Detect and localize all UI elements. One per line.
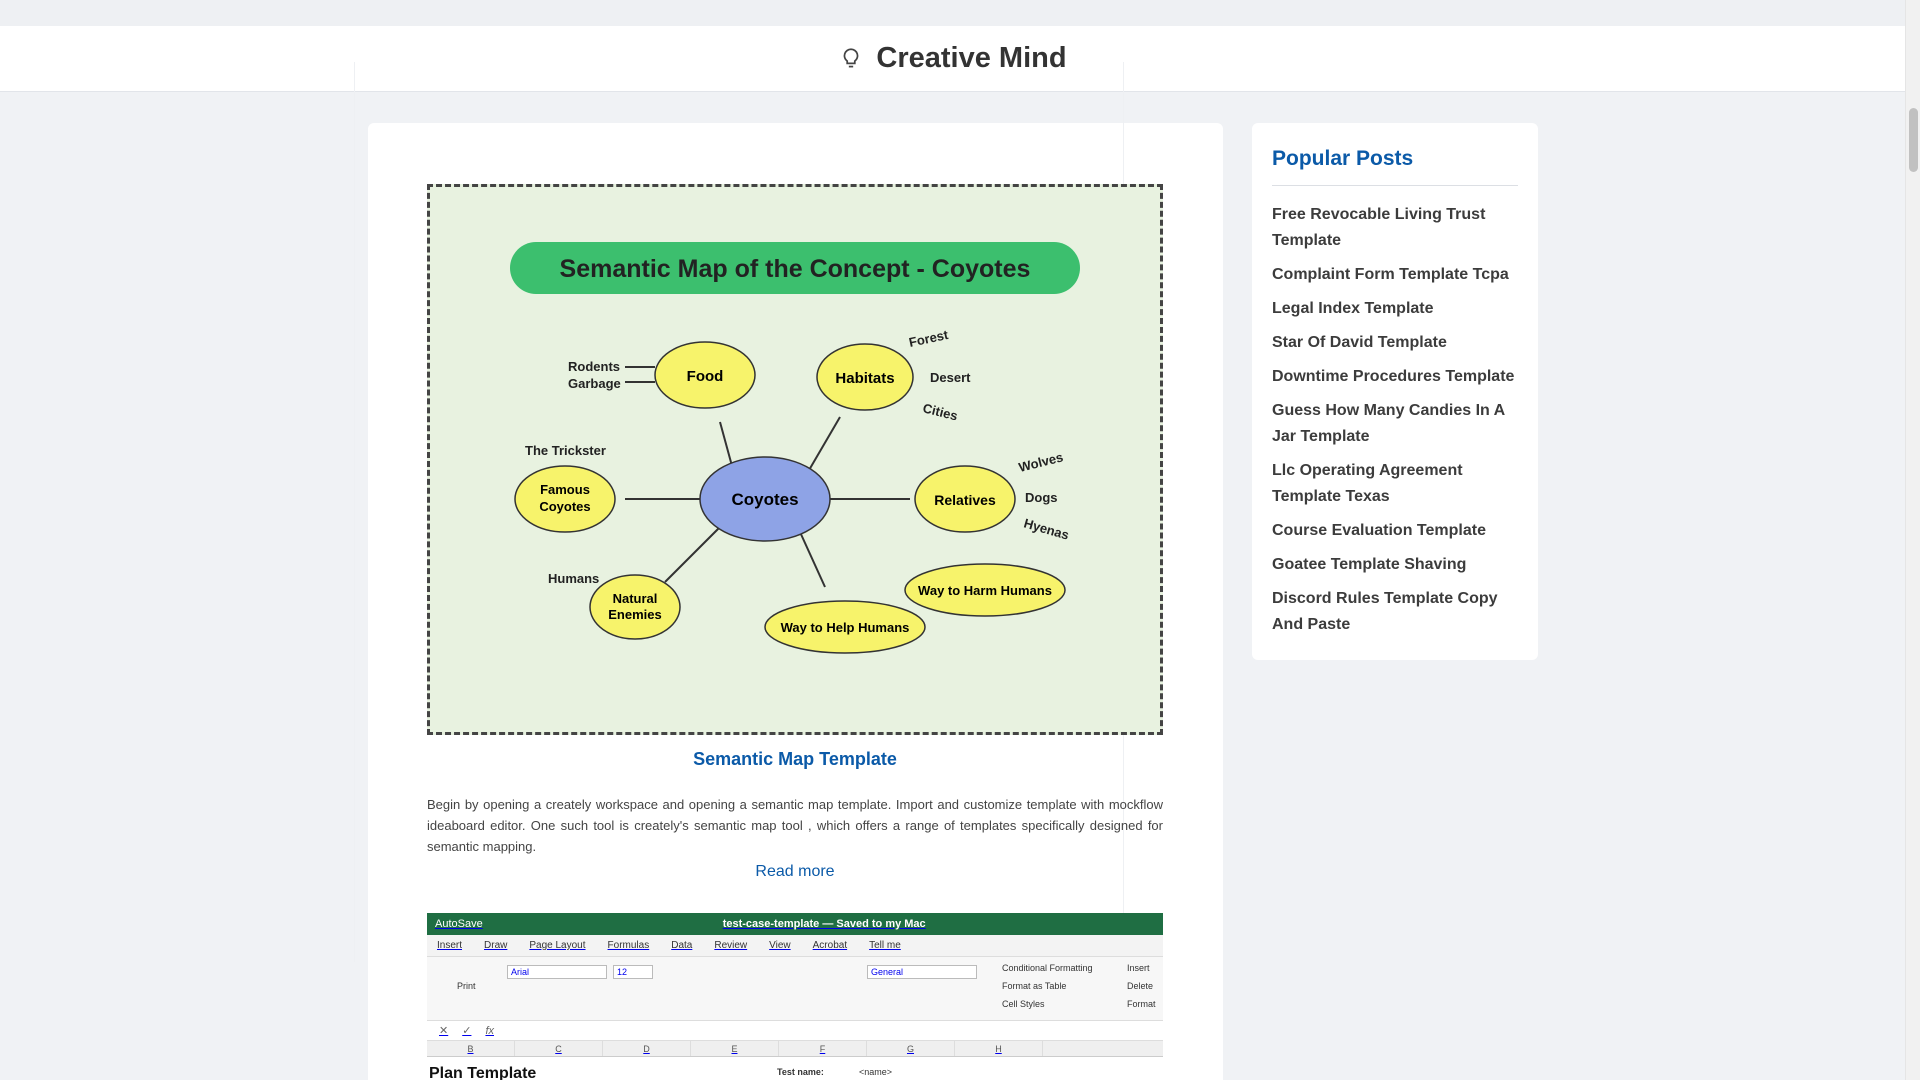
node-famous-2: Coyotes	[539, 499, 590, 514]
list-item: Course Evaluation Template	[1272, 518, 1518, 544]
label-rodents: Rodents	[568, 359, 620, 374]
popular-post-link[interactable]: Complaint Form Template Tcpa	[1272, 266, 1509, 283]
main-content: Semantic Map of the Concept - Coyotes Fo…	[354, 62, 1223, 1080]
label-humans: Humans	[548, 571, 599, 586]
excel-doc-title: test-case-template — Saved to my Mac	[722, 918, 926, 930]
scrollbar-thumb[interactable]	[1909, 108, 1918, 172]
print-label: Print	[457, 981, 476, 991]
list-item: Guess How Many Candies In A Jar Template	[1272, 398, 1518, 450]
popular-post-link[interactable]: Downtime Procedures Template	[1272, 368, 1515, 385]
node-habitats: Habitats	[835, 370, 894, 387]
popular-post-link[interactable]: Guess How Many Candies In A Jar Template	[1272, 402, 1505, 445]
list-item: Discord Rules Template Copy And Paste	[1272, 586, 1518, 638]
sidebar-title: Popular Posts	[1272, 147, 1518, 186]
post-title-link[interactable]: Semantic Map Template	[693, 749, 897, 769]
popular-post-link[interactable]: Legal Index Template	[1272, 300, 1434, 317]
list-item: Goatee Template Shaving	[1272, 552, 1518, 578]
node-help: Way to Help Humans	[781, 620, 910, 635]
node-harm: Way to Harm Humans	[918, 583, 1052, 598]
test-name-value: <name>	[859, 1067, 893, 1077]
column-header: E	[691, 1041, 779, 1056]
menu-item: Acrobat	[812, 940, 848, 951]
page-scrollbar[interactable]	[1905, 0, 1920, 1080]
post-card: Semantic Map of the Concept - Coyotes Fo…	[415, 184, 1175, 881]
column-headers: B C D E F G H	[427, 1041, 1163, 1057]
fx-label: fx	[485, 1024, 494, 1037]
node-natural-2: Enemies	[608, 607, 661, 622]
site-title: Creative Mind	[876, 42, 1067, 74]
top-strip	[0, 0, 1905, 26]
column-header: B	[427, 1041, 515, 1056]
label-garbage: Garbage	[568, 376, 621, 391]
node-food: Food	[687, 368, 724, 385]
sheet-body: Plan Template Test name: <name>	[427, 1057, 1163, 1080]
node-famous-1: Famous	[540, 482, 590, 497]
list-item: Legal Index Template	[1272, 296, 1518, 322]
column-header: F	[779, 1041, 867, 1056]
sidebar-popular-posts: Popular Posts Free Revocable Living Trus…	[1252, 123, 1538, 660]
map-heading: Semantic Map of the Concept - Coyotes	[560, 255, 1031, 283]
plan-title: Plan Template	[429, 1065, 537, 1080]
menu-item: Formulas	[607, 940, 650, 951]
menu-item: Page Layout	[529, 940, 586, 951]
site-logo-link[interactable]: Creative Mind	[838, 42, 1067, 75]
style-item: Format as Table	[1002, 981, 1067, 991]
node-natural-1: Natural	[613, 591, 658, 606]
menu-item: Insert	[437, 940, 463, 951]
popular-post-link[interactable]: Star Of David Template	[1272, 334, 1447, 351]
semantic-map-image: Semantic Map of the Concept - Coyotes Fo…	[430, 187, 1160, 732]
cells-item: Format	[1127, 999, 1156, 1009]
post-thumbnail-2[interactable]: AutoSave test-case-template — Saved to m…	[427, 913, 1163, 1080]
font-box: Arial	[507, 965, 607, 979]
list-item: Downtime Procedures Template	[1272, 364, 1518, 390]
column-header: G	[867, 1041, 955, 1056]
menu-item: View	[769, 940, 791, 951]
lightbulb-icon	[844, 47, 859, 67]
popular-post-link[interactable]: Discord Rules Template Copy And Paste	[1272, 590, 1498, 633]
excel-titlebar: AutoSave test-case-template — Saved to m…	[427, 913, 1163, 935]
test-name-label: Test name:	[777, 1067, 824, 1077]
label-dogs: Dogs	[1025, 490, 1058, 505]
column-header: D	[603, 1041, 691, 1056]
popular-post-link[interactable]: Course Evaluation Template	[1272, 522, 1486, 539]
size-box: 12	[613, 965, 653, 979]
formula-bar: ✕✓fx	[427, 1021, 1163, 1041]
label-trickster: The Trickster	[525, 443, 606, 458]
list-item: Free Revocable Living Trust Template	[1272, 202, 1518, 254]
list-item: Llc Operating Agreement Template Texas	[1272, 458, 1518, 510]
list-item: Complaint Form Template Tcpa	[1272, 262, 1518, 288]
number-format-box: General	[867, 965, 977, 979]
style-item: Conditional Formatting	[1002, 963, 1093, 973]
cells-item: Insert	[1127, 963, 1150, 973]
popular-posts-list: Free Revocable Living Trust Template Com…	[1272, 202, 1518, 638]
site-header: Creative Mind	[0, 26, 1905, 92]
popular-post-link[interactable]: Llc Operating Agreement Template Texas	[1272, 462, 1463, 505]
menu-item: Draw	[484, 940, 508, 951]
post-thumbnail[interactable]: Semantic Map of the Concept - Coyotes Fo…	[427, 184, 1163, 735]
label-desert: Desert	[930, 370, 971, 385]
post-excerpt: Begin by opening a creately workspace an…	[427, 797, 1163, 854]
style-item: Cell Styles	[1002, 999, 1045, 1009]
list-item: Star Of David Template	[1272, 330, 1518, 356]
cells-item: Delete	[1127, 981, 1154, 991]
node-relatives: Relatives	[934, 492, 996, 508]
menu-item: Review	[714, 940, 748, 951]
excel-ribbon: Print Arial 12 General Conditional Forma…	[427, 957, 1163, 1021]
column-header: C	[515, 1041, 603, 1056]
node-center: Coyotes	[731, 490, 798, 509]
menu-item: Data	[671, 940, 693, 951]
excel-menu: Insert Draw Page Layout Formulas Data Re…	[427, 935, 1163, 957]
column-header: H	[955, 1041, 1043, 1056]
read-more-link[interactable]: Read more	[755, 863, 835, 880]
autosave-label: AutoSave	[435, 918, 483, 930]
popular-post-link[interactable]: Free Revocable Living Trust Template	[1272, 206, 1486, 249]
popular-post-link[interactable]: Goatee Template Shaving	[1272, 556, 1467, 573]
menu-item: Tell me	[869, 940, 901, 951]
